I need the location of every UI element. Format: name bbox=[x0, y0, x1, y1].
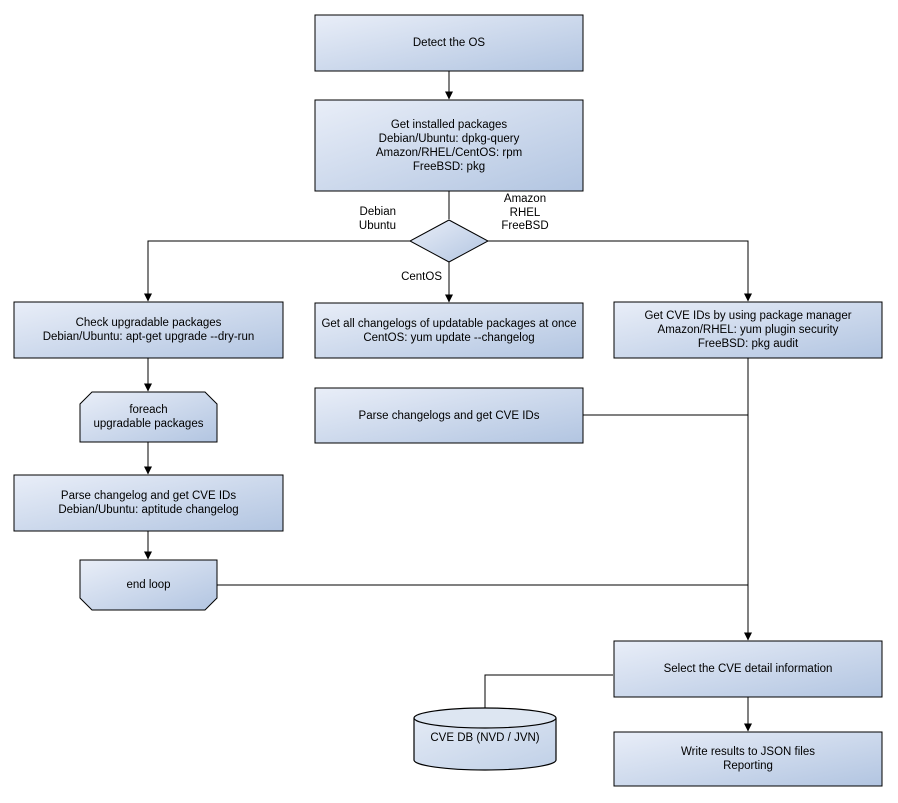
node-get-installed-packages bbox=[314, 99, 584, 192]
edge-decision-to-get-cve-ids bbox=[488, 240, 752, 302]
node-check-upgradable-packages bbox=[13, 301, 284, 359]
node-foreach-loop-start bbox=[79, 391, 218, 443]
cylinder-body bbox=[413, 718, 557, 771]
node-parse-changelog-debian bbox=[13, 474, 284, 532]
node-end-loop bbox=[79, 559, 218, 611]
node-select-cve-detail bbox=[613, 640, 883, 698]
node-os-decision-diamond bbox=[408, 219, 490, 263]
node-parse-changelogs-centos bbox=[314, 387, 584, 444]
edge-decision-to-check-upgradable bbox=[144, 240, 410, 302]
cylinder-top bbox=[413, 707, 557, 729]
node-get-all-changelogs bbox=[314, 302, 584, 359]
node-write-results bbox=[613, 731, 883, 787]
cve-db-cylinder bbox=[413, 707, 557, 771]
node-get-cve-ids-pkg-manager bbox=[613, 301, 883, 359]
node-detect-os bbox=[314, 14, 584, 72]
edge-cvedb-to-select bbox=[484, 674, 613, 708]
